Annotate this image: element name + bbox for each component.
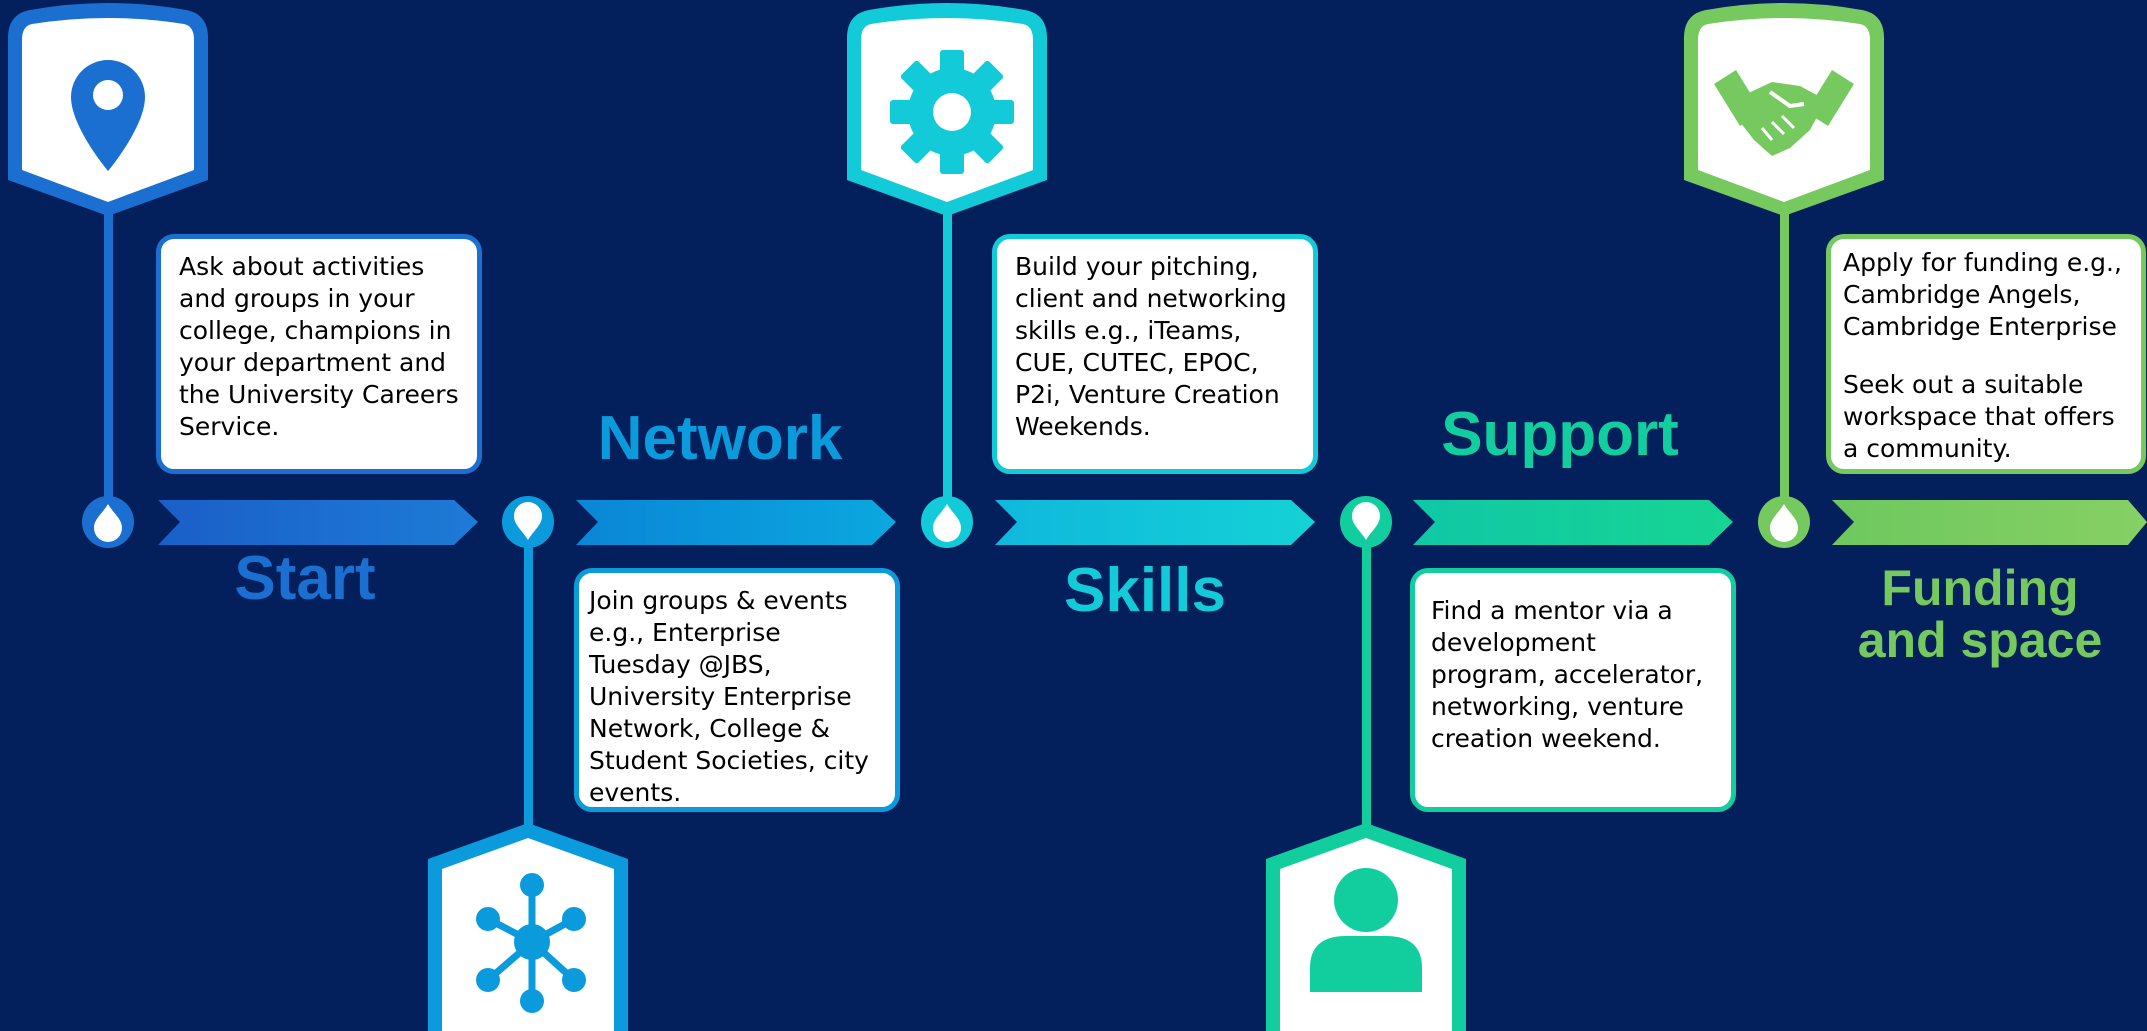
handshake-icon [1714,70,1854,156]
person-icon [1310,868,1422,992]
start-node [82,496,134,548]
funding-description: Apply for funding e.g., Cambridge Angels… [1826,234,2146,474]
funding-node [1758,496,1810,548]
funding-label-line-2: and space [1857,612,2103,668]
support-description: Find a mentor via a development program,… [1410,568,1736,812]
support-arrow [1413,500,1733,545]
skills-connector [943,205,952,505]
start-description: Ask about activities and groups in your … [156,234,482,474]
map-pin-icon [71,60,145,171]
funding-description-text-1: Apply for funding e.g., Cambridge Angels… [1843,248,2122,341]
network-description: Join groups & events e.g., Enterprise Tu… [574,568,900,812]
network-hub-icon [476,873,586,1013]
funding-connector [1780,205,1789,505]
skills-description: Build your pitching, client and networki… [992,234,1318,474]
funding-label: Funding and space [1840,562,2120,666]
network-label: Network [597,404,843,473]
start-description-text: Ask about activities and groups in your … [179,252,459,441]
network-node [502,496,554,548]
start-label: Start [234,544,376,613]
network-connector [524,540,533,840]
funding-description-text-2: Seek out a suitable workspace that offer… [1843,370,2115,463]
support-description-text: Find a mentor via a development program,… [1431,596,1704,753]
skills-arrow [995,500,1315,545]
skills-label: Skills [1064,556,1226,625]
support-node [1340,496,1392,548]
funding-arrow [1832,500,2147,545]
funding-label-line-1: Funding [1881,560,2079,616]
start-arrow [158,500,478,545]
network-description-text: Join groups & events e.g., Enterprise Tu… [589,586,869,807]
gear-icon [890,50,1014,174]
skills-description-text: Build your pitching, client and networki… [1015,252,1287,441]
skills-node [921,496,973,548]
network-arrow [576,500,896,545]
support-label: Support [1441,400,1679,469]
support-connector [1362,540,1371,840]
start-connector [104,205,113,505]
